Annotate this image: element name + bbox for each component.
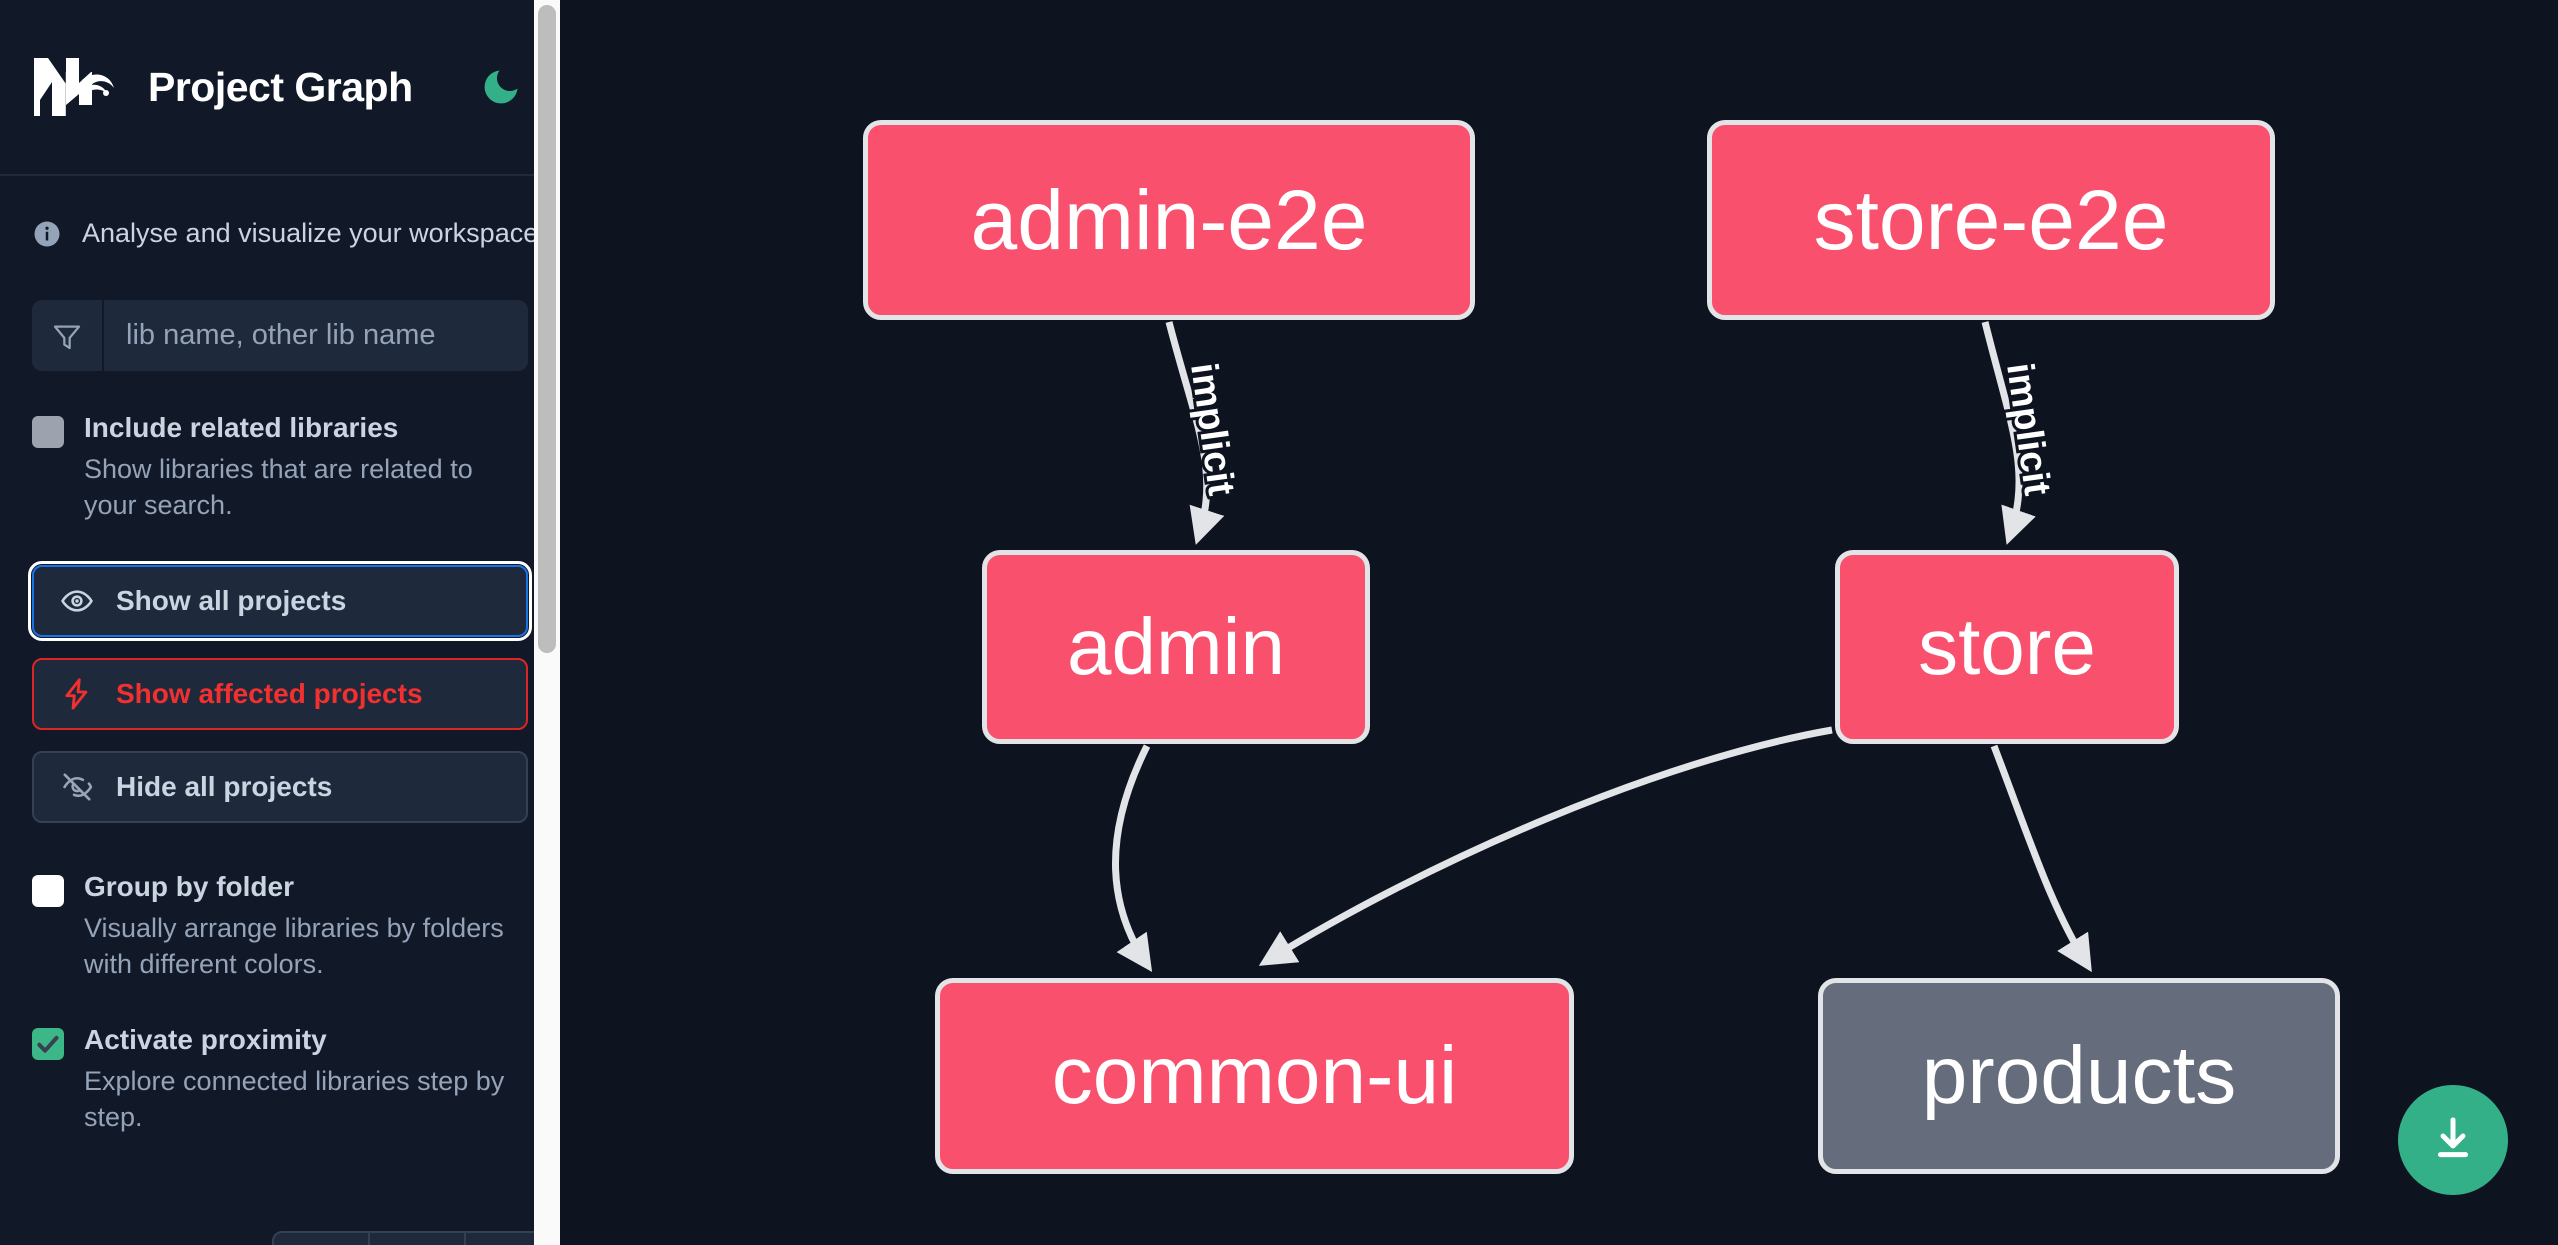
sidebar-scrollbar-track[interactable]	[534, 0, 560, 1245]
option-description: Show libraries that are related to your …	[84, 453, 473, 521]
edge-store-e2e-to-store	[1981, 321, 2036, 545]
option-texts: Activate proximity Explore connected lib…	[84, 1022, 528, 1135]
option-texts: Include related libraries Show libraries…	[84, 410, 528, 523]
eye-off-icon	[60, 770, 94, 804]
hide-all-projects-button[interactable]: Hide all projects	[32, 751, 528, 824]
graph-node-admin[interactable]: admin	[982, 550, 1370, 744]
download-icon	[2427, 1113, 2479, 1168]
checkbox-activate-proximity[interactable]	[32, 1027, 64, 1060]
hide-all-projects-label: Hide all projects	[116, 771, 333, 803]
graph-node-common-ui[interactable]: common-ui	[935, 978, 1574, 1174]
segmented-control-partial[interactable]	[272, 1231, 560, 1245]
edge-label-implicit-admin: implicit	[1179, 357, 1245, 501]
edge-label-text: implicit	[1998, 360, 2058, 498]
option-activate-proximity[interactable]: Activate proximity Explore connected lib…	[32, 1022, 528, 1135]
filter-search-box[interactable]	[32, 300, 528, 371]
option-description: Explore connected libraries step by step…	[84, 1065, 505, 1132]
graph-node-products[interactable]: products	[1818, 978, 2340, 1174]
option-label: Group by folder	[84, 871, 294, 903]
option-description: Visually arrange libraries by folders wi…	[84, 913, 504, 980]
visibility-button-group: Show all projects Show affected projects	[28, 561, 532, 824]
node-label: store-e2e	[1813, 173, 2169, 267]
page-title: Project Graph	[148, 63, 413, 110]
node-label: common-ui	[1051, 1030, 1458, 1121]
funnel-filter-icon	[32, 300, 104, 371]
show-all-projects-button[interactable]: Show all projects	[28, 561, 532, 642]
node-label: admin-e2e	[970, 173, 1368, 267]
checkbox-include-related-libraries[interactable]	[32, 416, 64, 448]
checkbox-group-by-folder[interactable]	[32, 875, 64, 908]
edge-label-implicit-store: implicit	[1995, 357, 2061, 501]
lightning-icon	[60, 677, 94, 711]
graph-node-store-e2e[interactable]: store-e2e	[1707, 120, 2275, 320]
segment-2[interactable]	[370, 1233, 466, 1245]
option-include-related-libraries[interactable]: Include related libraries Show libraries…	[32, 410, 528, 523]
edge-admin-e2e-to-admin	[1165, 321, 1225, 545]
option-label: Include related libraries	[84, 412, 399, 443]
node-label: store	[1918, 602, 2096, 691]
node-label: products	[1921, 1030, 2237, 1121]
search-input[interactable]	[104, 300, 528, 371]
segment-1[interactable]	[274, 1233, 370, 1245]
node-label: admin	[1067, 602, 1285, 691]
download-graph-button[interactable]	[2398, 1085, 2508, 1195]
edge-label-text: implicit	[1182, 360, 1242, 498]
sidebar: Project Graph Analyse and visualize your…	[0, 0, 560, 1245]
eye-icon	[60, 584, 94, 618]
info-circle-icon	[32, 219, 62, 249]
show-affected-projects-button[interactable]: Show affected projects	[32, 658, 528, 731]
graph-canvas[interactable]: implicit implicit admin-e2e store-e2e ad…	[560, 0, 2558, 1245]
option-texts: Group by folder Visually arrange librari…	[84, 869, 528, 982]
info-text: Analyse and visualize your workspace.	[82, 218, 546, 248]
sidebar-header: Project Graph	[0, 0, 560, 176]
info-banner: Analyse and visualize your workspace.	[32, 176, 546, 249]
edge-admin-to-common-ui	[1112, 744, 1153, 973]
edge-store-to-common-ui	[1258, 726, 1833, 966]
graph-node-store[interactable]: store	[1835, 550, 2179, 744]
sidebar-scrollbar-thumb[interactable]	[538, 5, 556, 653]
moon-icon[interactable]	[472, 58, 530, 116]
nx-logo-icon	[30, 54, 126, 120]
sidebar-body: Analyse and visualize your workspace. In…	[0, 176, 560, 1245]
graph-node-admin-e2e[interactable]: admin-e2e	[863, 120, 1475, 320]
option-group-by-folder[interactable]: Group by folder Visually arrange librari…	[32, 869, 528, 982]
edge-store-to-products	[1990, 744, 2092, 973]
option-label: Activate proximity	[84, 1023, 327, 1055]
graph-edges-layer: implicit implicit	[1112, 321, 2092, 973]
show-affected-projects-label: Show affected projects	[116, 678, 423, 710]
show-all-projects-label: Show all projects	[116, 585, 347, 617]
